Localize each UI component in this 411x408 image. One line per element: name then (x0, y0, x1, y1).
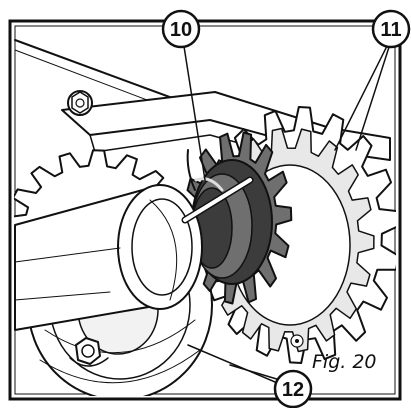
callout-12-label: 12 (282, 379, 304, 401)
leader-11-b (355, 43, 391, 151)
leader-11-a (334, 43, 389, 151)
callout-11-label: 11 (380, 19, 401, 41)
figure-label: Fig. 20 (312, 351, 377, 373)
shaft-cylinder (14, 184, 203, 331)
lower-bolt (69, 337, 109, 367)
callout-11: 11 (371, 9, 411, 49)
leader-12-a (187, 344, 276, 383)
leader-10 (182, 39, 206, 181)
stamp-mark (290, 334, 304, 348)
leader-12-b (229, 364, 281, 381)
spring-pin (181, 149, 254, 224)
hub-gear-highlight (194, 177, 224, 192)
callout-12: 12 (273, 369, 313, 408)
figure-frame (8, 19, 402, 401)
callout-10: 10 (161, 9, 201, 49)
callout-10-label: 10 (170, 19, 192, 41)
dark-hub-gear (183, 131, 293, 305)
